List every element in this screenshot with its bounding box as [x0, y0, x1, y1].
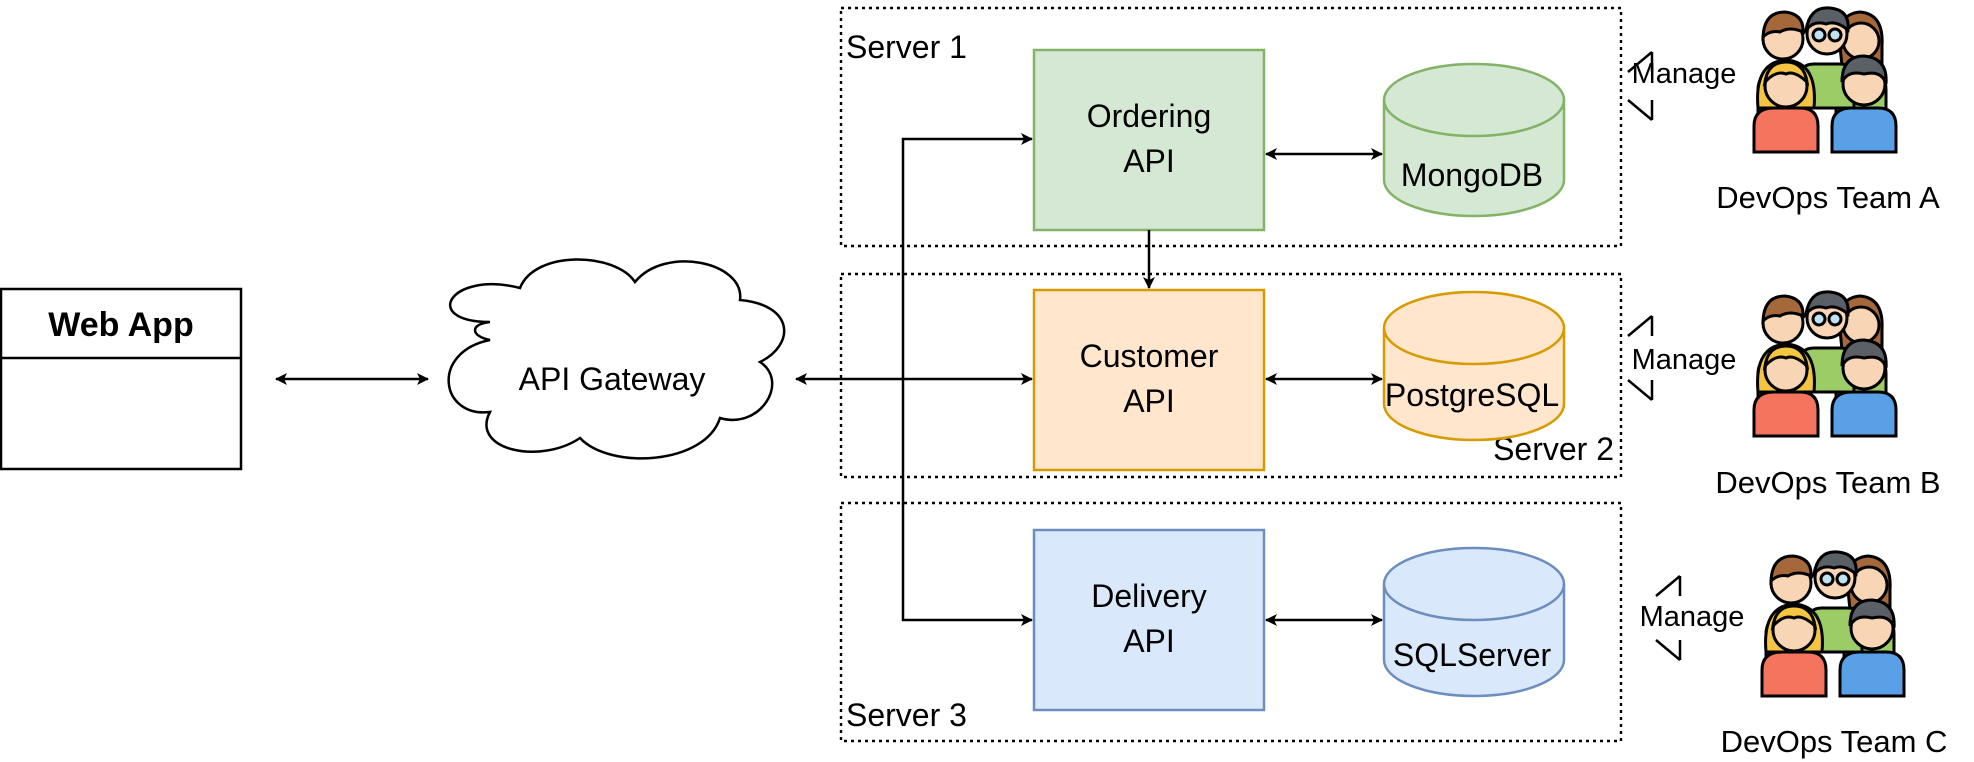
database-cylinder-icon [1382, 62, 1566, 218]
people-group-icon [1752, 290, 1898, 438]
people-group-icon [1752, 6, 1898, 154]
cloud-icon [447, 258, 786, 460]
delivery-api-line2: API [1123, 623, 1175, 659]
connectors [275, 133, 1383, 626]
sqlserver-database: SQLServer [1382, 546, 1566, 698]
customer-api-line2: API [1123, 383, 1175, 419]
manage-label-c: Manage [1640, 601, 1745, 633]
gateway-ordering-arrow [901, 133, 1033, 379]
sqlserver-label: SQLServer [1393, 637, 1552, 673]
server-3-label: Server 3 [846, 697, 967, 733]
people-group-icon [1760, 550, 1906, 698]
database-cylinder-icon [1382, 546, 1566, 698]
server-3-container [839, 501, 1623, 743]
team-b-label: DevOps Team B [1715, 465, 1940, 500]
customer-api-box: Customer API [1032, 288, 1266, 472]
database-cylinder-icon [1382, 290, 1566, 442]
manage-label-a: Manage [1632, 58, 1737, 90]
delivery-api-box: Delivery API [1032, 528, 1266, 712]
postgresql-label: PostgreSQL [1385, 377, 1559, 413]
server-1-label: Server 1 [846, 29, 967, 65]
api-gateway-label: API Gateway [519, 361, 706, 397]
manage-connector-c [1655, 575, 1682, 661]
postgresql-database: PostgreSQL [1382, 290, 1566, 442]
team-a-label: DevOps Team A [1716, 180, 1940, 215]
ordering-api-box: Ordering API [1032, 48, 1266, 232]
mongodb-database: MongoDB [1382, 62, 1566, 218]
server-1-container [839, 6, 1623, 248]
ordering-api-line2: API [1123, 143, 1175, 179]
team-c-label: DevOps Team C [1721, 724, 1948, 759]
mongodb-label: MongoDB [1401, 157, 1543, 193]
web-app-title: Web App [48, 306, 193, 344]
web-app-box: Web App [0, 287, 243, 471]
api-gateway: API Gateway [447, 258, 786, 460]
gateway-delivery-arrow [901, 379, 1033, 626]
manage-connector-b [1627, 315, 1654, 401]
delivery-api-line1: Delivery [1091, 578, 1207, 614]
manage-connector-a [1627, 51, 1654, 121]
customer-api-line1: Customer [1080, 338, 1219, 374]
ordering-api-line1: Ordering [1087, 98, 1212, 134]
manage-label-b: Manage [1632, 344, 1737, 376]
